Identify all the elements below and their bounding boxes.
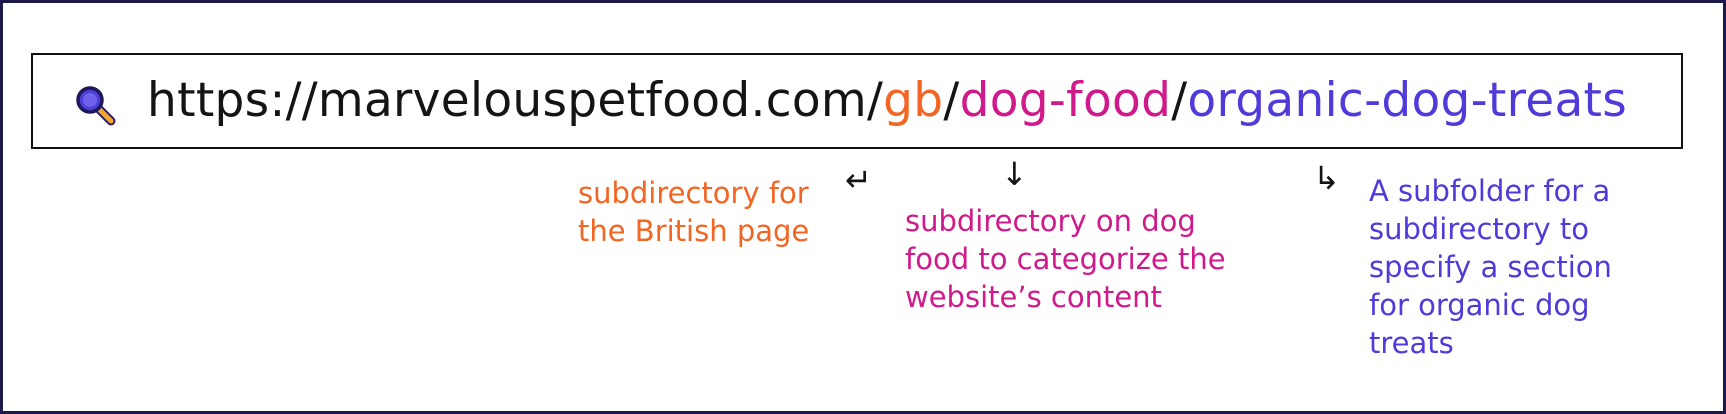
url-segment-gb: gb — [883, 73, 944, 128]
annotation-organic: A subfolder for a subdirectory to specif… — [1369, 174, 1612, 360]
annotation-gb: subdirectory for the British page — [578, 176, 810, 248]
url-segment-organic: organic-dog-treats — [1187, 73, 1628, 128]
url-bar[interactable]: https://marvelouspetfood.com/gb/dog-food… — [31, 53, 1683, 149]
url-separator: / — [943, 73, 960, 128]
search-icon — [76, 86, 116, 126]
url-separator: / — [867, 73, 884, 128]
url-text: https://marvelouspetfood.com/gb/dog-food… — [147, 71, 1627, 131]
url-segment-dog-food: dog-food — [959, 73, 1172, 128]
arrow-down-icon: ↓ — [1001, 155, 1028, 193]
url-base: https://marvelouspetfood.com — [147, 73, 867, 128]
arrow-down-right-icon: ↳ — [1313, 159, 1340, 197]
url-separator: / — [1171, 73, 1188, 128]
annotation-dog-food: subdirectory on dog food to categorize t… — [905, 204, 1226, 314]
arrow-return-icon: ↵ — [845, 161, 872, 199]
